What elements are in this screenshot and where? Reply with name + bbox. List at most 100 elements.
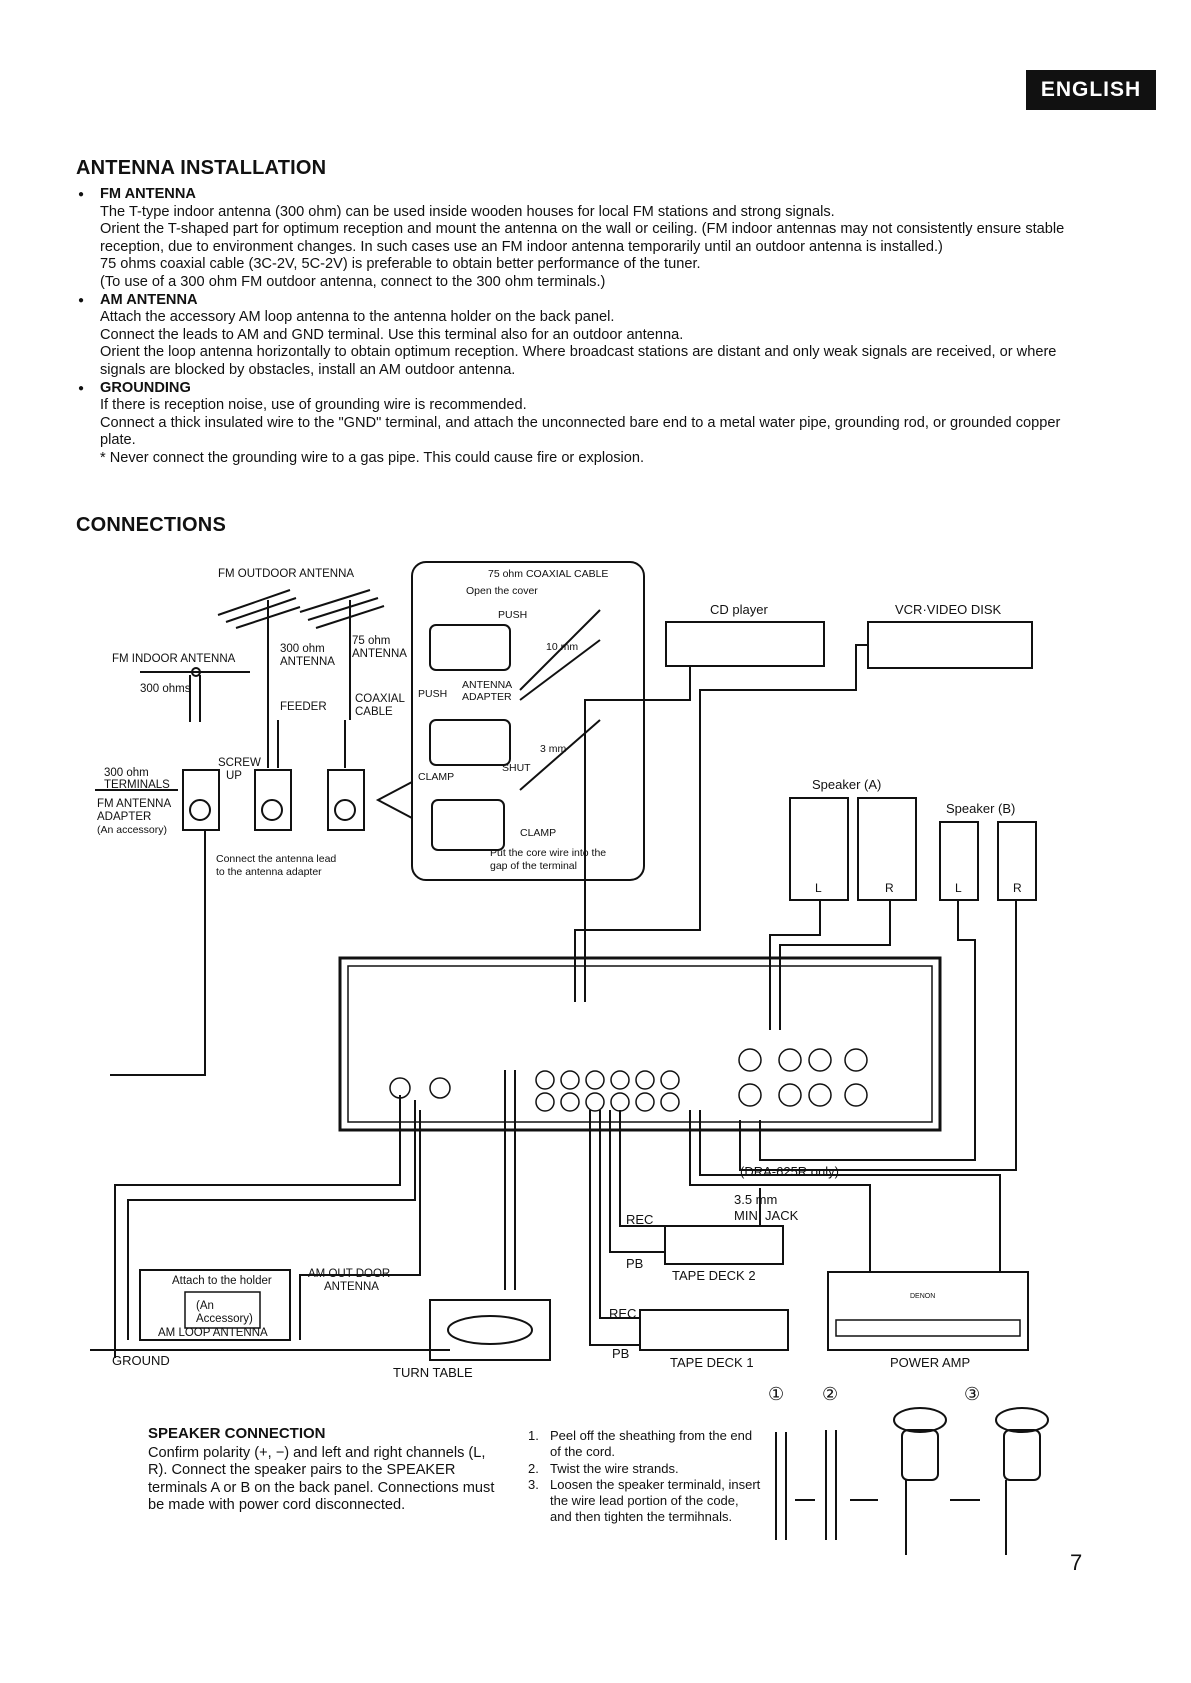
label-fm-indoor-antenna: FM INDOOR ANTENNA bbox=[112, 653, 236, 665]
label-antenna-adapter: ANTENNA bbox=[462, 679, 512, 691]
grounding-heading: GROUNDING bbox=[78, 380, 1088, 398]
label-fm-antenna-adapter: FM ANTENNA bbox=[97, 798, 171, 810]
label-clamp: CLAMP bbox=[418, 771, 454, 783]
speaker-steps: 1.Peel off the sheathing from the end of… bbox=[528, 1428, 763, 1526]
label-core-wire-2: gap of the terminal bbox=[490, 860, 577, 872]
label-75-ohm-coaxial: 75 ohm COAXIAL CABLE bbox=[488, 568, 608, 580]
adapter-inset-box bbox=[411, 561, 645, 881]
wire-step-3-icon bbox=[893, 1407, 1049, 1555]
label-shut: SHUT bbox=[502, 762, 531, 774]
language-badge: ENGLISH bbox=[1026, 70, 1156, 110]
label-connect-lead: Connect the antenna lead bbox=[216, 853, 336, 865]
label-pb-deck-2: PB bbox=[626, 1256, 643, 1271]
label-tape-deck-2: TAPE DECK 2 bbox=[672, 1268, 756, 1283]
label-an-accessory: (An accessory) bbox=[97, 824, 167, 836]
fm-line: 75 ohms coaxial cable (3C-2V, 5C-2V) is … bbox=[100, 256, 701, 273]
wire-step-1-icon bbox=[775, 1432, 787, 1540]
label-10-mm: 10 mm bbox=[546, 641, 578, 653]
label-dra-only: (DRA-625R only) bbox=[740, 1164, 839, 1179]
speaker-a-right-icon bbox=[857, 797, 917, 901]
label-an: (An bbox=[196, 1300, 214, 1312]
fm-adapter-icon bbox=[254, 769, 292, 831]
label-clamp-2: CLAMP bbox=[520, 827, 556, 839]
label-rec-deck-1: REC bbox=[609, 1306, 636, 1321]
step-item: 2.Twist the wire strands. bbox=[528, 1460, 679, 1476]
fm-antenna-heading: FM ANTENNA bbox=[78, 186, 1088, 204]
fm-line: The T-type indoor antenna (300 ohm) can … bbox=[100, 203, 835, 220]
step-item: 3.Loosen the speaker terminald, insert t… bbox=[528, 1477, 761, 1524]
am-loop-antenna-icon bbox=[139, 1269, 291, 1341]
fm-line: Orient the T-shaped part for optimum rec… bbox=[100, 221, 1065, 255]
label-power-amp-brand: DENON bbox=[910, 1293, 935, 1300]
step-1-marker: ① bbox=[768, 1384, 784, 1404]
label-300-ohms: 300 ohms bbox=[140, 683, 191, 695]
tape-deck-2-icon bbox=[664, 1225, 784, 1265]
am-line: Connect the leads to AM and GND terminal… bbox=[100, 326, 684, 343]
label-push-2: PUSH bbox=[418, 688, 447, 700]
step-item: 1.Peel off the sheathing from the end of… bbox=[528, 1428, 753, 1459]
receiver-back-panel bbox=[338, 956, 942, 1132]
antenna-text: FM ANTENNA The T-type indoor antenna (30… bbox=[78, 186, 1088, 468]
label-speaker-a-r: R bbox=[885, 881, 894, 895]
label-am-outdoor: AM OUT DOOR bbox=[308, 1268, 390, 1280]
label-speaker-b: Speaker (B) bbox=[946, 801, 1015, 816]
label-75-ohm: 75 ohm bbox=[352, 635, 390, 647]
wire-step-2-icon bbox=[825, 1430, 837, 1540]
label-turn-table: TURN TABLE bbox=[393, 1365, 473, 1380]
label-speaker-b-r: R bbox=[1013, 881, 1022, 895]
label-mini-jack-2: MINI JACK bbox=[734, 1208, 799, 1223]
label-open-cover: Open the cover bbox=[466, 585, 538, 597]
label-core-wire: Put the core wire into the bbox=[490, 847, 606, 859]
label-speaker-a: Speaker (A) bbox=[812, 777, 881, 792]
cd-player-icon bbox=[665, 621, 825, 667]
label-speaker-b-l: L bbox=[955, 881, 962, 895]
am-antenna-heading: AM ANTENNA bbox=[78, 292, 1088, 310]
label-attach-holder: Attach to the holder bbox=[172, 1275, 272, 1287]
fm-indoor-antenna-icon bbox=[140, 667, 250, 722]
label-terminals: TERMINALS bbox=[104, 779, 170, 791]
step-2-marker: ② bbox=[822, 1384, 838, 1404]
fm-outdoor-antenna-icon bbox=[217, 589, 385, 720]
label-feeder: FEEDER bbox=[280, 701, 327, 713]
label-rec-deck-2: REC bbox=[626, 1212, 653, 1227]
step-3-marker: ③ bbox=[964, 1384, 980, 1404]
grounding-line: If there is reception noise, use of grou… bbox=[100, 397, 527, 414]
label-300-ohm-antenna: ANTENNA bbox=[280, 656, 335, 668]
label-adapter: ADAPTER bbox=[97, 811, 151, 823]
label-300-ohm: 300 ohm bbox=[280, 643, 325, 655]
fm-adapter-icon bbox=[327, 769, 365, 831]
label-tape-deck-1: TAPE DECK 1 bbox=[670, 1355, 754, 1370]
section-title-antenna: ANTENNA INSTALLATION bbox=[76, 157, 327, 179]
label-mini-jack: 3.5 mm bbox=[734, 1192, 777, 1207]
tape-deck-1-icon bbox=[639, 1309, 789, 1351]
section-title-connections: CONNECTIONS bbox=[76, 514, 226, 536]
label-pb-deck-1: PB bbox=[612, 1346, 629, 1361]
label-fm-outdoor-antenna: FM OUTDOOR ANTENNA bbox=[218, 568, 354, 580]
label-power-amp: POWER AMP bbox=[890, 1355, 970, 1370]
label-push: PUSH bbox=[498, 609, 527, 621]
am-line: Attach the accessory AM loop antenna to … bbox=[100, 309, 615, 326]
label-connect-lead-2: to the antenna adapter bbox=[216, 866, 322, 878]
label-cable: CABLE bbox=[355, 706, 393, 718]
vcr-video-disk-icon bbox=[867, 621, 1033, 669]
label-screw: SCREW bbox=[218, 757, 261, 769]
label-cd-player: CD player bbox=[710, 602, 768, 617]
label-antenna-adapter-2: ADAPTER bbox=[462, 691, 512, 703]
label-3-mm: 3 mm bbox=[540, 743, 567, 755]
speaker-connection-text: Confirm polarity (+, −) and left and rig… bbox=[148, 1445, 495, 1514]
label-accessory: Accessory) bbox=[196, 1313, 253, 1325]
grounding-line: Connect a thick insulated wire to the "G… bbox=[100, 414, 1061, 449]
turntable-icon bbox=[429, 1299, 551, 1361]
am-line: Orient the loop antenna horizontally to … bbox=[100, 344, 1057, 378]
label-300-ohm-terminals: 300 ohm bbox=[104, 767, 149, 779]
page-number: 7 bbox=[1070, 1550, 1083, 1575]
label-coaxial: COAXIAL bbox=[355, 693, 405, 705]
label-am-outdoor-2: ANTENNA bbox=[324, 1281, 379, 1293]
speaker-connection-title: SPEAKER CONNECTION bbox=[148, 1425, 326, 1442]
fm-line: (To use of a 300 ohm FM outdoor antenna,… bbox=[100, 273, 606, 290]
label-up: UP bbox=[226, 770, 242, 782]
grounding-line: * Never connect the grounding wire to a … bbox=[100, 449, 645, 466]
label-speaker-a-l: L bbox=[815, 881, 822, 895]
label-75-ohm-antenna: ANTENNA bbox=[352, 648, 407, 660]
